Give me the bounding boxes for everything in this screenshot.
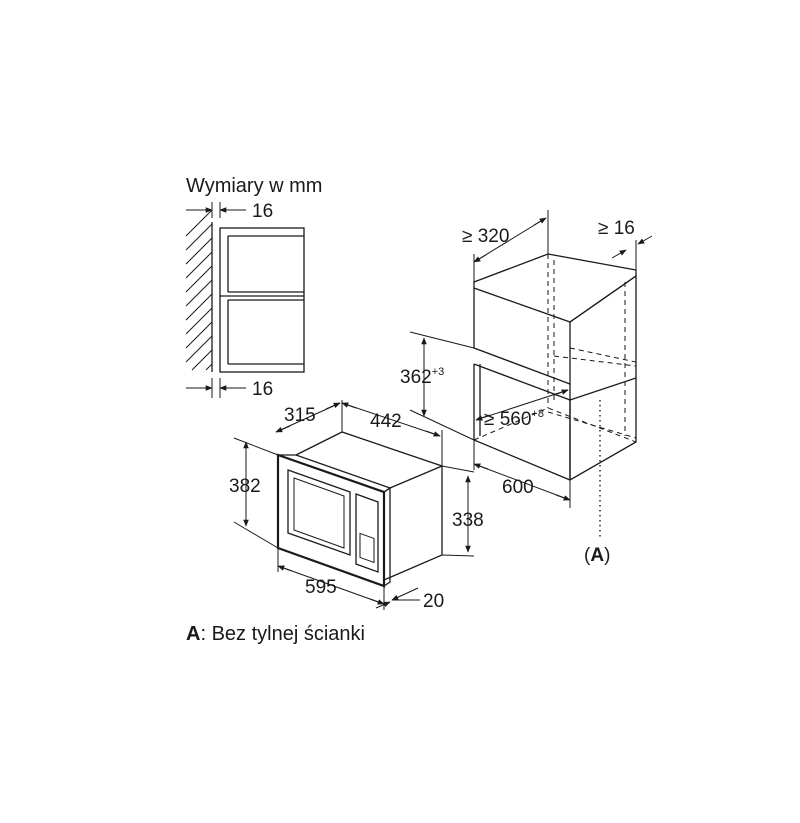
callout-a-label: (A) [584, 545, 610, 566]
dim-min-16: ≥ 16 [598, 218, 653, 270]
side-view: 16 16 [185, 201, 305, 400]
wall-hatching [185, 209, 213, 372]
dim-label-niche-560: ≥ 560+8 [484, 408, 544, 430]
dim-depth-315: 315 [275, 400, 343, 433]
dim-label-height-382: 382 [229, 476, 261, 497]
dim-label-cabinet-600: 600 [502, 477, 534, 498]
dim-width-442: 442 [341, 402, 443, 466]
dim-label-front-20: 20 [423, 591, 444, 612]
dim-front-20: 20 [375, 587, 444, 612]
dim-label-min-320: ≥ 320 [462, 226, 509, 247]
dim-label-depth-315: 315 [284, 405, 316, 426]
dim-label-height-338: 338 [452, 510, 484, 531]
dim-niche-362: 362+3 [400, 331, 475, 441]
dim-min-320: ≥ 320 [462, 210, 549, 282]
dim-wall-gap-bottom: 16 [186, 378, 273, 400]
dim-label-wall-gap-bottom: 16 [252, 379, 273, 400]
dim-height-338: 338 [441, 465, 484, 557]
diagram-title: Wymiary w mm [186, 175, 322, 197]
dim-label-width-595: 595 [305, 577, 337, 598]
legend-note: A: Bez tylnej ścianki [186, 623, 365, 645]
dim-label-wall-gap-top: 16 [252, 201, 273, 222]
dim-width-595: 595 [277, 548, 385, 610]
dim-label-width-442: 442 [370, 411, 402, 432]
dim-niche-560: ≥ 560+8 [475, 389, 569, 430]
dim-label-niche-362: 362+3 [400, 366, 444, 388]
callout-a: (A) [584, 400, 610, 566]
dim-wall-gap-top: 16 [186, 201, 273, 222]
cabinet-section [219, 227, 305, 373]
microwave-appliance [276, 431, 443, 588]
dim-label-min-16: ≥ 16 [598, 218, 635, 239]
dim-cabinet-600: 600 [473, 440, 571, 508]
cabinet-niche [473, 253, 637, 482]
dim-height-382: 382 [229, 437, 279, 549]
